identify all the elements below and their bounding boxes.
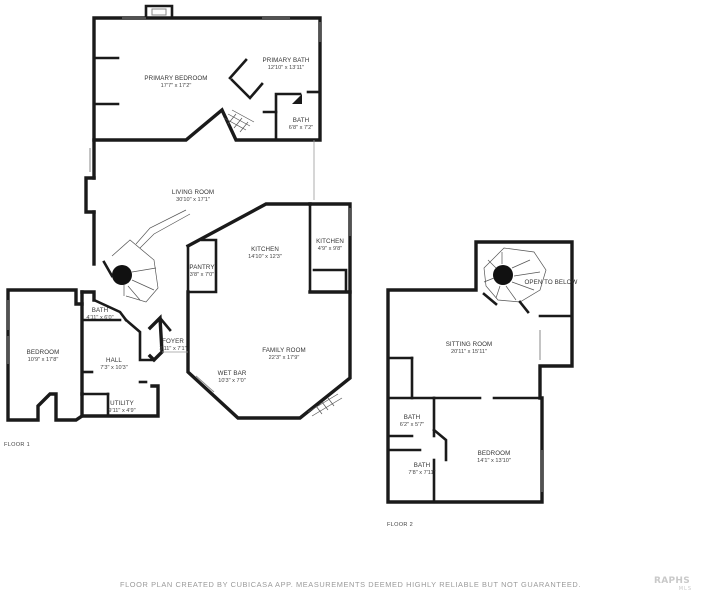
room-dims-living-room: 30'10" x 17'1"	[176, 197, 210, 203]
floor-2-label: FLOOR 2	[387, 522, 413, 528]
room-dims-primary-bedroom: 17'7" x 17'2"	[161, 83, 192, 89]
room-name-bath-3: BATH	[404, 414, 420, 421]
room-name-utility: UTILITY	[110, 400, 134, 407]
room-name-open-to-below: OPEN TO BELOW	[525, 279, 578, 286]
room-name-bath-1: BATH	[293, 117, 309, 124]
room-dims-primary-bath: 12'10" x 13'11"	[268, 65, 305, 71]
mls-logo: RAPHS MLS	[654, 576, 694, 596]
room-dims-family-room: 22'3" x 17'9"	[269, 355, 300, 361]
room-dims-utility: 9'11" x 4'9"	[108, 408, 135, 414]
floor-1-plan	[6, 4, 352, 422]
room-dims-bedroom-2: 14'1" x 13'10"	[477, 458, 511, 464]
room-name-kitchen: KITCHEN	[251, 246, 279, 253]
room-name-bedroom-2: BEDROOM	[478, 450, 511, 457]
room-dims-kitchen: 14'10" x 12'3"	[248, 254, 282, 260]
room-name-wet-bar: WET BAR	[218, 370, 247, 377]
room-dims-bath-1: 6'8" x 7'2"	[289, 125, 313, 131]
disclaimer-footer: FLOOR PLAN CREATED BY CUBICASA APP. MEAS…	[119, 580, 582, 589]
room-name-hall: HALL	[106, 357, 122, 364]
room-name-bath-4: BATH	[414, 462, 430, 469]
room-name-living-room: LIVING ROOM	[172, 189, 214, 196]
room-name-kitchen-small: KITCHEN	[316, 238, 344, 245]
spiral-stair-1	[102, 209, 191, 303]
room-name-bedroom-1: BEDROOM	[27, 349, 60, 356]
floor-1-label: FLOOR 1	[4, 442, 30, 448]
room-dims-foyer: 3'11" x 7'1"	[159, 346, 186, 352]
room-dims-pantry: 3'8" x 7'0"	[190, 272, 214, 278]
room-name-primary-bedroom: PRIMARY BEDROOM	[144, 75, 207, 82]
room-dims-wet-bar: 10'3" x 7'0"	[218, 378, 246, 384]
room-dims-bedroom-1: 10'9" x 17'8"	[28, 357, 59, 363]
room-dims-sitting-room: 20'11" x 15'11"	[451, 349, 487, 355]
room-dims-bath-4: 7'8" x 7'11"	[408, 470, 435, 476]
room-dims-bath-2: 4'11" x 6'0"	[86, 315, 113, 321]
room-name-foyer: FOYER	[162, 338, 184, 345]
room-name-pantry: PANTRY	[189, 264, 214, 271]
logo-line-1: RAPHS	[654, 576, 691, 586]
logo-line-2: MLS	[678, 586, 692, 592]
room-name-bath-2: BATH	[92, 307, 108, 314]
room-name-sitting-room: SITTING ROOM	[446, 341, 493, 348]
room-name-primary-bath: PRIMARY BATH	[263, 57, 310, 64]
room-dims-kitchen-small: 4'9" x 9'8"	[318, 246, 342, 252]
room-name-family-room: FAMILY ROOM	[262, 347, 306, 354]
room-dims-bath-3: 6'2" x 5'7"	[400, 422, 424, 428]
spiral-stair-2	[482, 247, 547, 314]
room-dims-hall: 7'3" x 10'3"	[100, 365, 128, 371]
floor-2-plan	[386, 240, 574, 504]
